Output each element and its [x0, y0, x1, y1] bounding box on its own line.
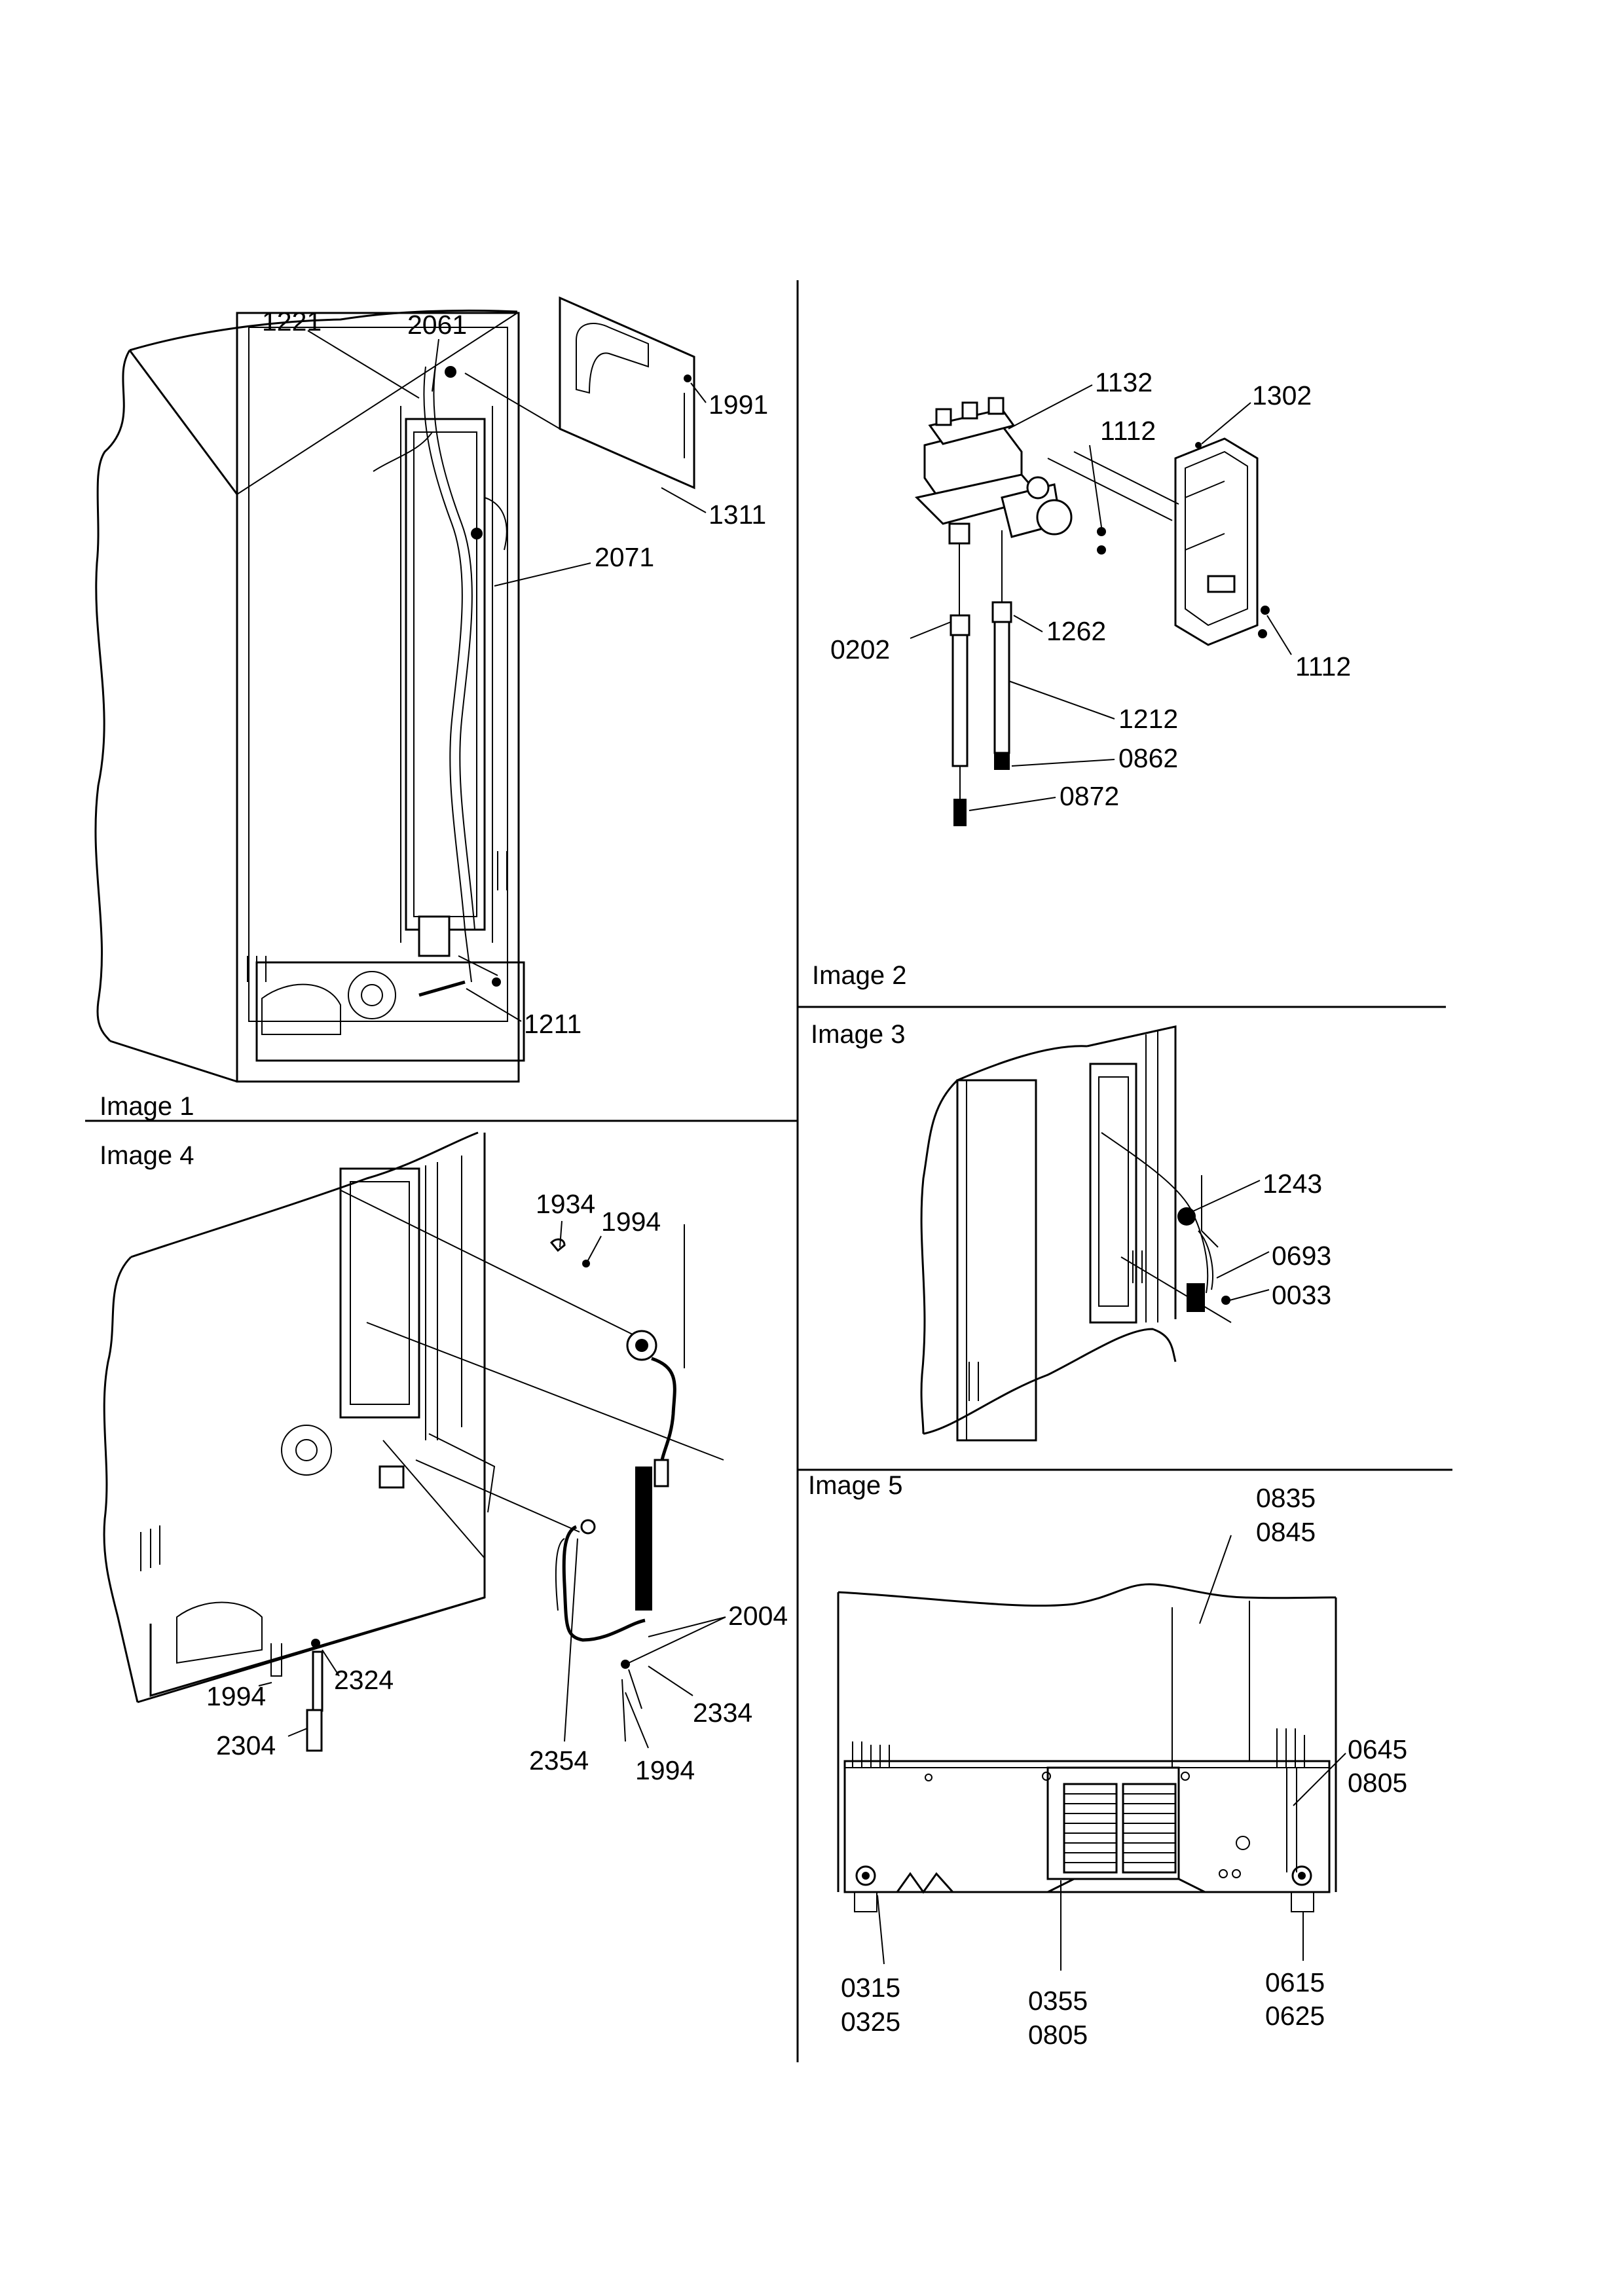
- callout-1112-lower: 1112: [1266, 615, 1351, 682]
- svg-text:0033: 0033: [1272, 1280, 1331, 1310]
- svg-text:1243: 1243: [1263, 1169, 1322, 1199]
- callout-2334: 2334: [648, 1666, 752, 1728]
- cabinet-base-drawing: [837, 1583, 1337, 1912]
- svg-text:1994: 1994: [601, 1207, 661, 1237]
- svg-text:0845: 0845: [1256, 1517, 1316, 1547]
- panel-title: Image 1: [100, 1092, 194, 1121]
- svg-text:0645: 0645: [1348, 1734, 1407, 1764]
- svg-text:1991: 1991: [709, 390, 768, 420]
- svg-text:1994: 1994: [635, 1755, 695, 1785]
- callout-1994-left: 1994: [206, 1681, 272, 1711]
- callout-2304: 2304: [216, 1728, 308, 1760]
- svg-text:0625: 0625: [1265, 2001, 1325, 2031]
- callout-1132: 1132: [1008, 367, 1153, 429]
- svg-text:0872: 0872: [1060, 781, 1119, 811]
- svg-text:1221: 1221: [262, 306, 322, 337]
- screws: [1097, 527, 1270, 638]
- panel-title: Image 4: [100, 1141, 194, 1170]
- svg-text:1262: 1262: [1046, 616, 1106, 646]
- svg-text:0315: 0315: [841, 1973, 900, 2003]
- svg-text:0615: 0615: [1265, 1967, 1325, 1997]
- cabinet-corner-drawing: [920, 1025, 1177, 1442]
- panel-dividers: [85, 280, 1452, 2062]
- cabinet-rear-lower-drawing: [103, 1131, 496, 1704]
- panel-image-2: Image 2: [812, 367, 1351, 990]
- svg-text:0805: 0805: [1028, 2020, 1088, 2050]
- svg-text:1132: 1132: [1095, 367, 1153, 397]
- callout-0315-0325: 0315 0325: [841, 1895, 900, 2037]
- callout-2354: 2354: [529, 1538, 589, 1776]
- panel-image-1: Image 1: [94, 296, 768, 1121]
- callout-1991: 1991: [684, 374, 768, 420]
- valve-bracket-1302: [1174, 437, 1259, 646]
- panel-image-3: Image 3 1243: [811, 1020, 1331, 1442]
- svg-text:0325: 0325: [841, 2007, 900, 2037]
- panel-image-5: Image 5: [808, 1471, 1407, 2050]
- callout-0202: 0202: [830, 621, 951, 665]
- callout-2061: 2061: [407, 310, 467, 392]
- bracket-part-1311: [464, 296, 695, 490]
- svg-text:1311: 1311: [709, 500, 766, 530]
- svg-text:1212: 1212: [1118, 704, 1178, 734]
- svg-text:0805: 0805: [1348, 1768, 1407, 1798]
- callout-1112-upper: 1112: [1089, 416, 1156, 528]
- panel-image-4: Image 4: [100, 1131, 788, 1785]
- callout-1221: 1221: [262, 306, 420, 399]
- reservoir-tubing-drawing: [270, 1190, 724, 1752]
- svg-text:1934: 1934: [536, 1189, 595, 1219]
- svg-text:1211: 1211: [524, 1009, 581, 1039]
- callout-1994-upper: 1994: [587, 1207, 661, 1261]
- panel-title: Image 5: [808, 1471, 903, 1500]
- svg-text:0355: 0355: [1028, 1986, 1088, 2016]
- callout-1311: 1311: [661, 487, 766, 530]
- svg-text:0862: 0862: [1118, 743, 1178, 773]
- callout-2071: 2071: [494, 542, 654, 587]
- svg-text:2324: 2324: [334, 1665, 394, 1695]
- callout-0835-0845: 0835 0845: [1199, 1483, 1316, 1624]
- svg-text:1112: 1112: [1100, 416, 1156, 446]
- refrigerator-rear-drawing: [94, 309, 525, 1083]
- callout-0615-0625: 0615 0625: [1265, 1912, 1325, 2031]
- callout-0862: 0862: [1011, 743, 1178, 773]
- callout-2324: 2324: [322, 1649, 394, 1695]
- svg-text:0202: 0202: [830, 634, 890, 665]
- svg-text:1112: 1112: [1295, 651, 1351, 682]
- callout-0872: 0872: [969, 781, 1119, 811]
- callout-0693: 0693: [1216, 1241, 1331, 1279]
- callout-0355-0805: 0355 0805: [1028, 1880, 1088, 2050]
- panel-title: Image 2: [812, 961, 907, 990]
- callout-1211: 1211: [466, 988, 581, 1039]
- svg-text:2071: 2071: [595, 542, 654, 572]
- callout-0033: 0033: [1229, 1280, 1331, 1310]
- svg-text:2061: 2061: [407, 310, 467, 340]
- svg-text:0835: 0835: [1256, 1483, 1316, 1513]
- svg-text:2304: 2304: [216, 1730, 276, 1760]
- svg-text:0693: 0693: [1272, 1241, 1331, 1271]
- wire-harness-1243: [1101, 1132, 1232, 1323]
- callout-0645-0805: 0645 0805: [1293, 1734, 1407, 1806]
- callout-1994-lower: 1994: [625, 1692, 695, 1785]
- callout-1302: 1302: [1201, 380, 1312, 445]
- svg-text:2004: 2004: [728, 1601, 788, 1631]
- callout-1243: 1243: [1192, 1169, 1322, 1212]
- callout-1212: 1212: [1008, 680, 1178, 734]
- svg-text:2354: 2354: [529, 1745, 589, 1776]
- callout-2004: 2004: [628, 1601, 788, 1664]
- water-valve-drawing: [914, 397, 1179, 826]
- svg-text:2334: 2334: [693, 1698, 752, 1728]
- svg-text:1994: 1994: [206, 1681, 266, 1711]
- svg-text:1302: 1302: [1252, 380, 1312, 410]
- callout-1262: 1262: [1013, 615, 1106, 646]
- callout-1934: 1934: [536, 1189, 595, 1248]
- panel-title: Image 3: [811, 1020, 906, 1049]
